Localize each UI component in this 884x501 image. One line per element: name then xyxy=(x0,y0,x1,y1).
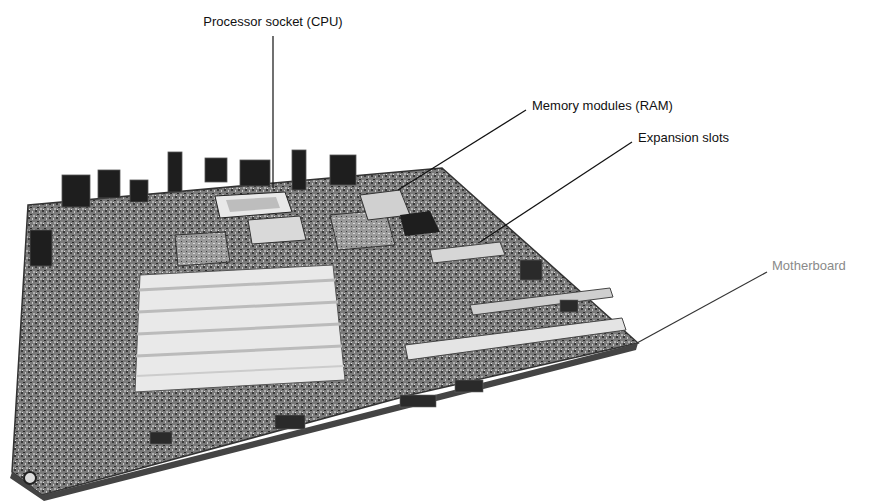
chips xyxy=(150,260,578,444)
leader-lines xyxy=(273,36,632,242)
part-label: Expansion slots xyxy=(636,130,731,146)
board xyxy=(12,168,638,495)
heatsinks xyxy=(175,190,410,266)
cpu-socket xyxy=(215,192,306,244)
board-edge xyxy=(10,343,638,501)
part-label: Memory modules (RAM) xyxy=(530,98,675,114)
part-label: Processor socket (CPU) xyxy=(201,14,344,30)
memory-slots xyxy=(135,265,345,392)
back-connectors xyxy=(30,150,356,266)
expansion-slots xyxy=(400,211,626,360)
part-label: Motherboard xyxy=(770,258,848,274)
mount-hole xyxy=(24,472,36,484)
leader-line xyxy=(637,272,767,343)
